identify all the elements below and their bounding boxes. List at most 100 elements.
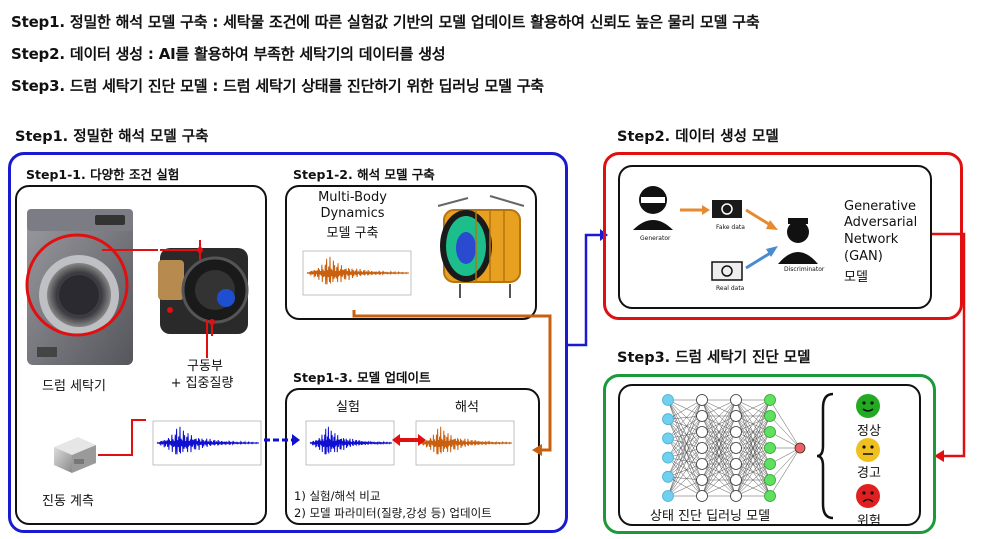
update-analysis-signal-plot bbox=[415, 420, 515, 466]
nn-edge bbox=[667, 399, 703, 420]
overview-step1: Step1. 정밀한 해석 모델 구축 : 세탁물 조건에 따른 실험값 기반의… bbox=[11, 13, 760, 31]
analysis-to-update-line bbox=[352, 310, 552, 456]
warning-face-icon bbox=[856, 438, 880, 462]
discriminator-label: Discriminator bbox=[784, 266, 825, 273]
nn-edge bbox=[735, 399, 771, 481]
nn-edge bbox=[667, 463, 703, 478]
overview-step3: Step3. 드럼 세탁기 진단 모델 : 드럼 세탁기 상태를 진단하기 위한… bbox=[11, 77, 544, 95]
nn-edge bbox=[667, 399, 703, 439]
update-exp-label: 실험 bbox=[336, 400, 360, 415]
analysis-title: Step1-2. 해석 모델 구축 bbox=[293, 167, 435, 182]
nn-node bbox=[730, 474, 742, 486]
warning-label: 경고 bbox=[857, 466, 881, 481]
nn-edge bbox=[667, 447, 703, 477]
nn-edge bbox=[701, 399, 737, 465]
nn-edge bbox=[667, 447, 703, 497]
nn-node bbox=[696, 410, 708, 422]
nn-node bbox=[730, 410, 742, 422]
nn-node bbox=[764, 458, 776, 470]
nn-edge bbox=[735, 399, 771, 417]
drive-label-2: + 집중질량 bbox=[170, 376, 234, 391]
mbd-label-1: Multi-Body bbox=[318, 190, 387, 205]
drive-unit-image bbox=[158, 240, 249, 336]
nn-node bbox=[696, 426, 708, 438]
update-item-2: 2) 모델 파라미터(질량,강성 등) 업데이트 bbox=[294, 506, 492, 520]
mbd-label-3: 모델 구축 bbox=[326, 226, 379, 241]
nn-edge bbox=[667, 415, 703, 477]
nn-edge bbox=[667, 419, 703, 465]
nn-edge bbox=[769, 447, 801, 497]
nn-node bbox=[662, 451, 674, 464]
nn-node bbox=[730, 442, 742, 454]
output-brace bbox=[816, 392, 834, 520]
nn-edge bbox=[701, 399, 737, 433]
gan-label-4: (GAN) bbox=[844, 249, 883, 264]
step2-panel bbox=[603, 152, 963, 320]
gan-label-1: Generative bbox=[844, 199, 917, 214]
update-ana-label: 해석 bbox=[455, 400, 479, 415]
nn-edge bbox=[701, 431, 737, 497]
nn-node bbox=[764, 394, 776, 406]
nn-edge bbox=[735, 399, 771, 465]
nn-edge bbox=[735, 479, 771, 497]
drive-label-1: 구동부 bbox=[187, 359, 223, 374]
washer-to-drive-line bbox=[102, 249, 158, 251]
nn-edge bbox=[667, 457, 703, 481]
real-data-label: Real data bbox=[716, 285, 745, 292]
nn-node bbox=[730, 458, 742, 470]
signal-waveform bbox=[309, 426, 393, 455]
nn-edge bbox=[701, 399, 737, 449]
step3-panel bbox=[603, 374, 936, 534]
nn-node bbox=[662, 432, 674, 445]
sensor-to-signal-line bbox=[98, 419, 146, 456]
neural-network-diagram bbox=[662, 394, 806, 502]
nn-edge bbox=[667, 399, 703, 481]
nn-edge bbox=[667, 438, 703, 465]
nn-edge bbox=[667, 438, 703, 481]
nn-edge bbox=[667, 399, 703, 458]
nn-edge bbox=[701, 447, 737, 497]
analysis-signal-plot bbox=[302, 250, 412, 296]
normal-label: 정상 bbox=[857, 424, 881, 439]
nn-edge bbox=[667, 399, 703, 449]
nn-node bbox=[730, 394, 742, 406]
drive-to-label-line bbox=[206, 320, 208, 358]
nn-edge bbox=[701, 415, 737, 497]
nn-edge bbox=[667, 431, 703, 458]
nn-edge bbox=[701, 399, 737, 481]
mbd-model-image bbox=[437, 195, 525, 298]
nn-edge bbox=[735, 431, 771, 497]
danger-face-icon bbox=[856, 484, 880, 508]
experiment-title: Step1-1. 다양한 조건 실험 bbox=[26, 167, 180, 182]
nn-edge bbox=[769, 415, 801, 449]
step1-panel bbox=[8, 152, 568, 533]
fake-data-label: Fake data bbox=[716, 224, 745, 231]
nn-node bbox=[696, 474, 708, 486]
nn-node bbox=[730, 490, 742, 502]
nn-node bbox=[662, 394, 674, 406]
nn-edge bbox=[667, 419, 703, 449]
washer-drum-highlight-circle bbox=[25, 233, 129, 337]
gan-label-5: 모델 bbox=[844, 270, 868, 285]
generator-label: Generator bbox=[640, 235, 671, 242]
accelerometer-icon bbox=[54, 437, 96, 473]
nn-node bbox=[696, 442, 708, 454]
washer-label: 드럼 세탁기 bbox=[42, 379, 106, 394]
gan-label-3: Network bbox=[844, 232, 899, 247]
nn-node bbox=[662, 413, 674, 426]
nn-edge bbox=[667, 415, 703, 458]
nn-node bbox=[764, 410, 776, 422]
nn-node bbox=[764, 426, 776, 438]
nn-edge bbox=[667, 431, 703, 477]
signal-waveform bbox=[419, 426, 513, 455]
nn-edge bbox=[667, 415, 703, 439]
nn-node bbox=[696, 458, 708, 470]
nn-edge bbox=[769, 399, 801, 449]
signal-waveform bbox=[156, 426, 260, 455]
gan-label-2: Adversarial bbox=[844, 215, 918, 230]
nn-edge bbox=[735, 399, 771, 449]
nn-node bbox=[764, 490, 776, 502]
update-experiment-signal-plot bbox=[305, 420, 395, 466]
gan-box bbox=[618, 165, 932, 309]
nn-node bbox=[794, 442, 806, 454]
